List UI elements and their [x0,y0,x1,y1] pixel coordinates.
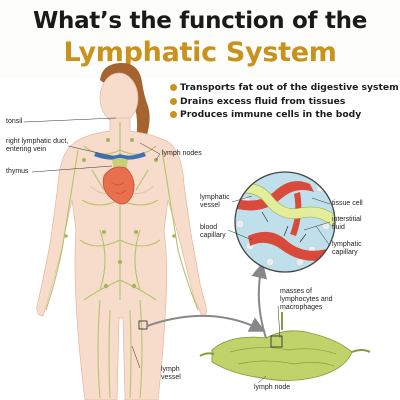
heart-and-veins [94,152,146,205]
label-interstitial-line-1: interstitial [332,216,362,223]
label-masses-line-3: macrophages [280,304,323,311]
bullet-dot-icon [170,97,177,105]
head-shape [99,72,139,124]
label-tissue-cell: tissue cell [332,200,363,207]
tissue-magnified-circle [234,171,336,273]
label-tonsil: tonsil [6,118,23,125]
label-lymphatic-vessel-line-1: lymphatic [200,194,230,201]
label-blood-capillary-line-2: capillary [200,232,226,239]
label-lymphatic-capillary-line-1: lymphatic [332,241,362,248]
node-callout-box [270,335,283,348]
label-lymphatic-vessel-line-2: vessel [200,202,220,209]
bullet-dot-icon [170,111,177,118]
function-list: Transports fat out of the digestive syst… [170,81,400,122]
zoom-arrow-icon [251,262,268,339]
label-lymph-nodes: lymph nodes [162,150,202,157]
human-body-figure [36,62,207,400]
function-item-fat: Transports fat out of the digestive syst… [170,81,400,95]
label-interstitial-line-2: fluid [332,224,345,231]
blood-capillary-shape [235,181,335,261]
body-leader-lines [23,117,161,369]
label-thymus: thymus [6,168,29,175]
label-duct-line-1: right lymphatic duct, [6,138,69,145]
label-lymphatic-capillary-line-2: capillary [332,249,358,256]
label-lymph-vessel-line-1: lymph [161,366,180,373]
lymphatic-capillary-shape [235,182,335,227]
label-lymph-vessel-line-2: vessel [161,374,181,381]
lymph-node-dots [64,138,176,289]
bullet-dot-icon [170,84,177,91]
title-line-1: What’s the function of the [32,8,368,34]
function-item-fluid: Drains excess fluid from tissues [170,95,400,109]
label-blood-capillary-line-1: blood [200,224,218,231]
label-duct-line-2: entering vein [6,146,47,153]
detail-leader-lines [227,195,331,384]
vein-shape [94,152,146,160]
function-item-immune: Produces immune cells in the body [170,108,400,122]
lymph-node-illustration [199,312,371,381]
title-line-2: Lymphatic System [63,37,337,68]
label-lymph-node: lymph node [254,384,291,391]
label-masses-line-2: lymphocytes and [280,296,333,303]
torso-shape [36,117,207,400]
title-banner: What’s the function of the Lymphatic Sys… [0,0,400,78]
callout-arrow-icon [146,314,266,332]
heart-shape [102,166,135,205]
label-masses-line-1: masses of [280,288,312,295]
